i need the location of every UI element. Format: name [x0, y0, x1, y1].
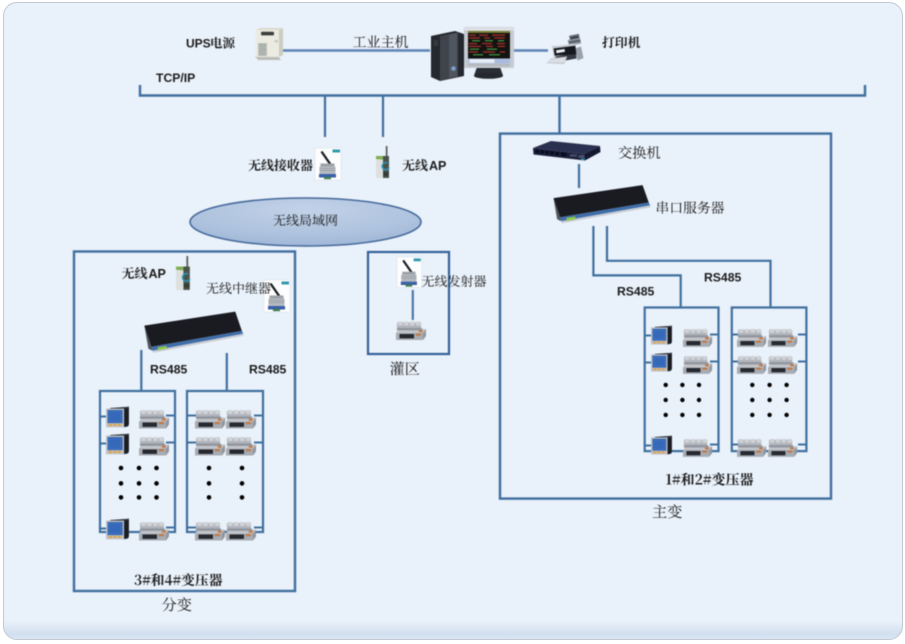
svg-text:RS485: RS485 [617, 285, 654, 299]
svg-text:AP: AP [149, 267, 166, 281]
svg-text:AP: AP [429, 159, 446, 173]
svg-text:RS485: RS485 [249, 363, 286, 377]
svg-text:UPS: UPS [186, 37, 211, 51]
svg-text:RS485: RS485 [150, 363, 187, 377]
svg-text:TCP/IP: TCP/IP [156, 71, 195, 85]
svg-text:RS485: RS485 [704, 271, 741, 285]
